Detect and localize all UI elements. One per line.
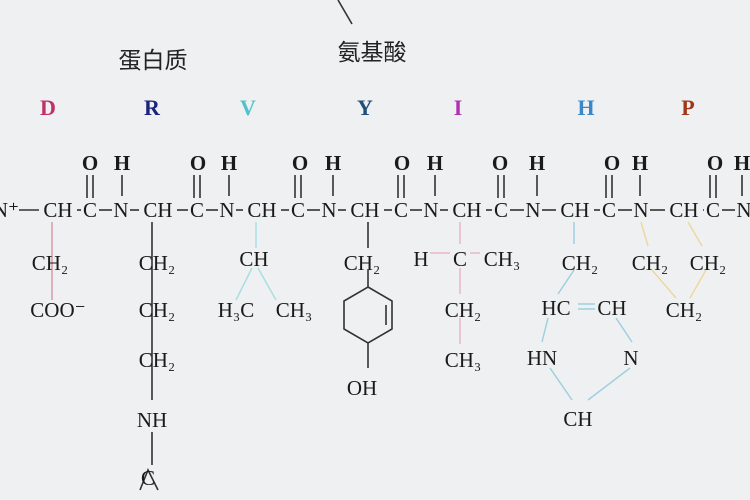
atom-c: C — [602, 198, 616, 222]
atom-n: N — [423, 198, 438, 222]
residue-code-i: I — [454, 95, 463, 120]
side-chain-d: CH₂ COO⁻ — [30, 251, 85, 322]
atom-h: H — [427, 151, 443, 175]
atom-ch: CH — [597, 296, 626, 320]
atom-ca: CH — [247, 198, 276, 222]
atom-h3c: H₃C — [218, 298, 255, 322]
atom-coo: COO⁻ — [30, 298, 85, 322]
atom-ch3: CH₃ — [445, 348, 482, 372]
backbone-bonds — [19, 175, 743, 211]
residue-code-h: H — [577, 95, 594, 120]
atom-o: O — [707, 151, 723, 175]
atom-ch3: CH₃ — [484, 247, 521, 271]
atom-ch2: CH₂ — [690, 251, 727, 275]
amino-acid-label: 氨基酸 — [338, 40, 407, 66]
atom-ch2: CH₂ — [139, 251, 176, 275]
residue-code-v: V — [240, 95, 256, 120]
side-chain-v: CH H₃C CH₃ — [218, 247, 313, 322]
side-chain-p: CH₂ CH₂ CH₂ — [632, 251, 727, 322]
atom-ch2: CH₂ — [139, 348, 176, 372]
atom-ca: CH — [452, 198, 481, 222]
side-chain-i: H C CH₃ CH₂ CH₃ — [413, 247, 520, 372]
atom-nh: NH — [137, 408, 167, 432]
atom-h: H — [632, 151, 648, 175]
atom-ca: CH — [669, 198, 698, 222]
backbone: N⁺ CH C N CH C N CH C N CH C N CH C N CH… — [0, 151, 750, 222]
atom-n: N — [736, 198, 750, 222]
atom-o: O — [292, 151, 308, 175]
side-chain-r: CH₂ CH₂ CH₂ NH C — [137, 251, 175, 490]
residue-code-r: R — [144, 95, 161, 120]
atom-n: N — [321, 198, 336, 222]
residue-code-d: D — [40, 95, 56, 120]
atom-ch2: CH₂ — [139, 298, 176, 322]
atom-ch2: CH₂ — [666, 298, 703, 322]
atom-ca: CH — [560, 198, 589, 222]
side-chain-bonds — [51, 221, 707, 491]
atom-ch2: CH₂ — [344, 251, 381, 275]
atom-o: O — [394, 151, 410, 175]
atom-h: H — [325, 151, 341, 175]
atom-c: C — [141, 466, 155, 490]
pointer-line — [337, 0, 353, 25]
atom-hc: HC — [541, 296, 570, 320]
atom-c: C — [494, 198, 508, 222]
atom-o: O — [190, 151, 206, 175]
atom-ca: CH — [143, 198, 172, 222]
atom-h: H — [221, 151, 237, 175]
atom-ca: CH — [43, 198, 72, 222]
atom-hn: HN — [527, 346, 557, 370]
atom-n: N — [633, 198, 648, 222]
atom-o: O — [604, 151, 620, 175]
atom-n: N — [113, 198, 128, 222]
atom-n: N — [623, 346, 638, 370]
atom-o: O — [492, 151, 508, 175]
atom-c: C — [394, 198, 408, 222]
atom-ch2: CH₂ — [445, 298, 482, 322]
residue-code-y: Y — [357, 95, 373, 120]
atom-ca: CH — [350, 198, 379, 222]
atom-n: N — [219, 198, 234, 222]
atom-o: O — [82, 151, 98, 175]
atom-c: C — [453, 247, 467, 271]
bond-v — [235, 267, 277, 301]
atom-c: C — [190, 198, 204, 222]
benzene-ring — [343, 286, 393, 344]
atom-ch2: CH₂ — [32, 251, 69, 275]
protein-label: 蛋白质 — [119, 48, 188, 74]
bond-p — [640, 221, 707, 299]
side-chain-y: CH₂ OH — [344, 251, 381, 400]
atom-n-terminus: N⁺ — [0, 198, 19, 222]
atom-n: N — [525, 198, 540, 222]
residue-codes: D R V Y I H P — [40, 95, 695, 120]
side-chain-h: CH₂ HC CH HN N CH — [527, 251, 639, 431]
atom-c: C — [83, 198, 97, 222]
atom-h: H — [114, 151, 130, 175]
bond-i — [430, 252, 480, 344]
atom-c: C — [706, 198, 720, 222]
residue-code-p: P — [681, 95, 694, 120]
atom-ch2: CH₂ — [562, 251, 599, 275]
atom-h: H — [529, 151, 545, 175]
atom-c: C — [291, 198, 305, 222]
atom-oh: OH — [347, 376, 377, 400]
atom-h: H — [413, 247, 428, 271]
atom-h: H — [734, 151, 750, 175]
atom-ch: CH — [239, 247, 268, 271]
bond-h — [541, 269, 633, 401]
atom-ch3: CH₃ — [276, 298, 313, 322]
bond-r — [139, 468, 159, 491]
atom-ch2: CH₂ — [632, 251, 669, 275]
atom-ch: CH — [563, 407, 592, 431]
